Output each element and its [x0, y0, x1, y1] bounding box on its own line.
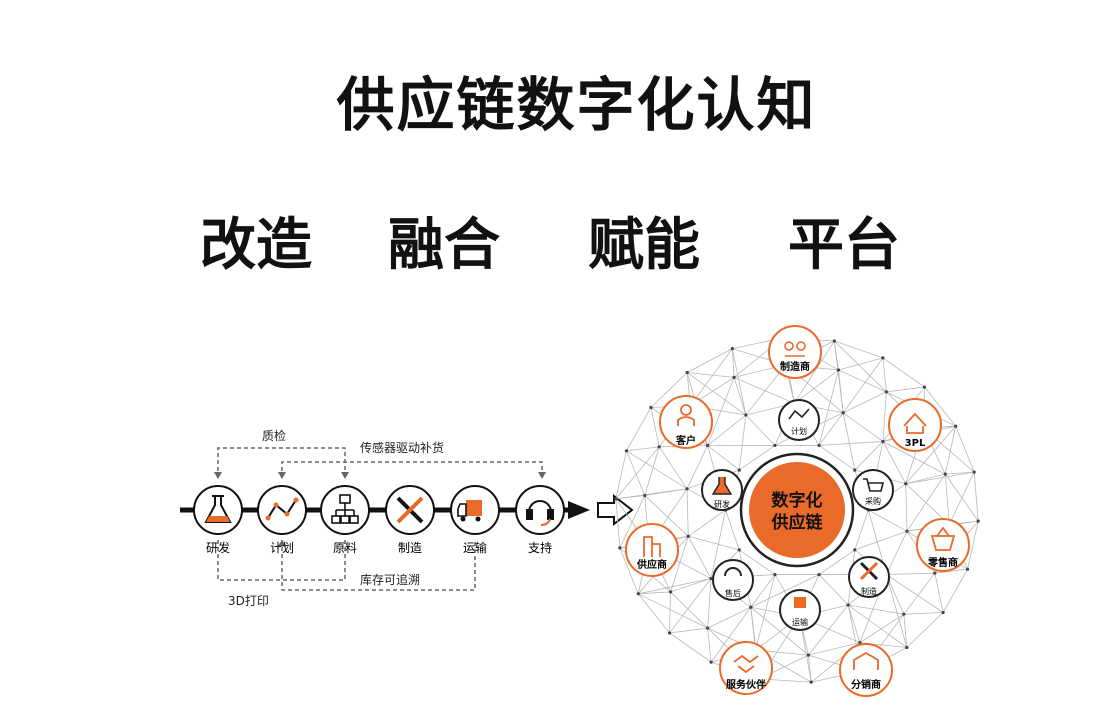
outer-node-customer: 客户	[659, 395, 713, 449]
building-icon	[643, 536, 661, 557]
headset-icon	[724, 567, 742, 577]
flow-step-research: 研发	[193, 485, 243, 555]
svg-text:服务伙伴: 服务伙伴	[726, 678, 766, 691]
keyword-empower: 赋能	[588, 213, 700, 278]
svg-text:客户: 客户	[675, 434, 696, 447]
flow-label-trace: 库存可追溯	[360, 572, 420, 587]
outer-node-supplier: 供应商	[625, 523, 679, 577]
sensor-dashed-line	[281, 461, 543, 478]
inner-node-manufacture: 制造	[848, 556, 890, 598]
keyword-integrate: 融合	[388, 213, 500, 278]
svg-text:分销商: 分销商	[851, 678, 881, 691]
outer-node-3pl: 3PL	[888, 398, 942, 452]
svg-text:运输: 运输	[792, 617, 808, 627]
svg-text:制造: 制造	[861, 586, 877, 596]
trend-icon	[788, 408, 810, 420]
flow-step-label: 运输	[463, 540, 487, 555]
truck-icon	[457, 500, 482, 522]
inner-node-research: 研发	[701, 469, 743, 511]
outer-node-manufacturer: 制造商	[768, 325, 822, 379]
flow-step-manufacture: 制造	[385, 485, 435, 555]
flow-arrowhead	[568, 501, 590, 519]
flow-step-material: 原料	[320, 485, 370, 555]
flow-step-label: 研发	[206, 540, 230, 555]
svg-text:零售商: 零售商	[927, 556, 958, 569]
flow-label-qc: 质检	[262, 428, 286, 443]
center-hub	[749, 462, 845, 558]
truck-icon	[794, 597, 806, 608]
tools-icon	[859, 561, 879, 581]
handshake-icon	[733, 654, 759, 674]
keyword-platform: 平台	[788, 213, 900, 278]
cart-icon	[863, 478, 885, 492]
flow-step-transport: 运输	[450, 485, 500, 555]
center-label-line2: 供应链	[771, 512, 824, 533]
flow-label-3dprint: 3D打印	[228, 594, 269, 608]
page-title: 供应链数字化认知	[336, 71, 817, 139]
hollow-arrow-icon	[597, 493, 634, 527]
flask-icon	[711, 477, 733, 495]
inner-node-aftersales: 售后	[712, 559, 754, 601]
svg-text:计划: 计划	[791, 426, 807, 436]
factory-icon	[784, 341, 806, 357]
svg-text:研发: 研发	[714, 499, 730, 509]
inner-node-transport: 运输	[779, 589, 821, 631]
flow-step-label: 支持	[528, 540, 552, 555]
hierarchy-icon	[331, 494, 359, 524]
qc-dashed-line	[217, 447, 346, 478]
tools-icon	[396, 496, 424, 524]
trend-icon	[267, 499, 297, 519]
keyword-transform: 改造	[200, 213, 312, 278]
person-icon	[677, 404, 695, 426]
inner-node-plan: 计划	[778, 399, 820, 441]
building-icon	[853, 651, 879, 670]
svg-text:采购: 采购	[865, 496, 881, 506]
outer-node-service-partner: 服务伙伴	[719, 641, 773, 695]
flow-step-label: 原料	[333, 541, 357, 555]
headset-icon	[526, 500, 554, 526]
basket-icon	[930, 526, 956, 551]
outer-node-distributor: 分销商	[839, 643, 893, 697]
center-label-line1: 数字化	[772, 490, 823, 511]
flow-step-plan: 计划	[257, 485, 307, 555]
svg-text:供应商: 供应商	[636, 558, 667, 571]
inner-node-purchase: 采购	[852, 469, 894, 511]
flow-step-label: 制造	[398, 541, 422, 555]
trace-dashed-line	[281, 540, 476, 591]
flow-step-label: 计划	[270, 541, 294, 555]
flow-label-sensor: 传感器驱动补货	[360, 440, 444, 455]
flow-step-support: 支持	[515, 485, 565, 555]
outer-node-retailer: 零售商	[916, 518, 970, 572]
svg-text:售后: 售后	[725, 588, 741, 598]
svg-text:制造商: 制造商	[780, 360, 810, 373]
svg-text:3PL: 3PL	[905, 438, 926, 449]
warehouse-icon	[903, 412, 927, 434]
